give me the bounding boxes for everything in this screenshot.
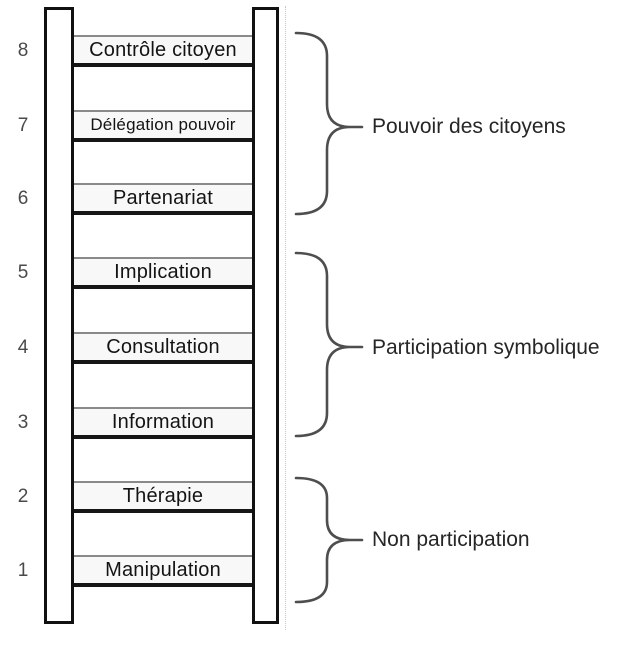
- rung-label: Thérapie: [122, 484, 204, 507]
- ladder-rung: Consultation: [74, 332, 252, 364]
- rung-label: Partenariat: [112, 186, 214, 209]
- brace-participation-symbolique: [294, 251, 364, 438]
- rung-label: Délégation pouvoir: [90, 115, 236, 134]
- rung-number: 3: [17, 412, 29, 433]
- group-label-pouvoir-des-citoyens: Pouvoir des citoyens: [372, 115, 566, 138]
- rung-label: Consultation: [106, 335, 220, 358]
- rung-number: 1: [17, 560, 29, 581]
- ladder-left-rail: [44, 7, 74, 624]
- ladder-rung: Partenariat: [74, 183, 252, 215]
- rung-number: 8: [17, 40, 29, 61]
- rung-label: Implication: [114, 260, 212, 283]
- group-label-participation-symbolique: Participation symbolique: [372, 336, 600, 359]
- rung-number: 2: [17, 486, 29, 507]
- brace-pouvoir-des-citoyens: [294, 31, 364, 216]
- ladder-rung: Contrôle citoyen: [74, 35, 252, 67]
- brace-non-participation: [294, 476, 364, 604]
- ladder-rung: Information: [74, 407, 252, 439]
- faint-dotted-guide-line: [285, 6, 286, 630]
- ladder-rung: Implication: [74, 257, 252, 289]
- rung-number: 4: [17, 337, 29, 358]
- ladder-rung: Délégation pouvoir: [74, 110, 252, 142]
- rung-label: Information: [111, 410, 215, 433]
- rung-label: Manipulation: [105, 558, 221, 581]
- rung-number: 7: [17, 115, 29, 136]
- rung-number: 5: [17, 262, 29, 283]
- ladder-right-rail: [252, 7, 279, 624]
- ladder-rung: Manipulation: [74, 555, 252, 587]
- rung-label: Contrôle citoyen: [89, 38, 237, 61]
- ladder-rung: Thérapie: [74, 481, 252, 513]
- rung-number: 6: [17, 188, 29, 209]
- group-label-non-participation: Non participation: [372, 528, 530, 551]
